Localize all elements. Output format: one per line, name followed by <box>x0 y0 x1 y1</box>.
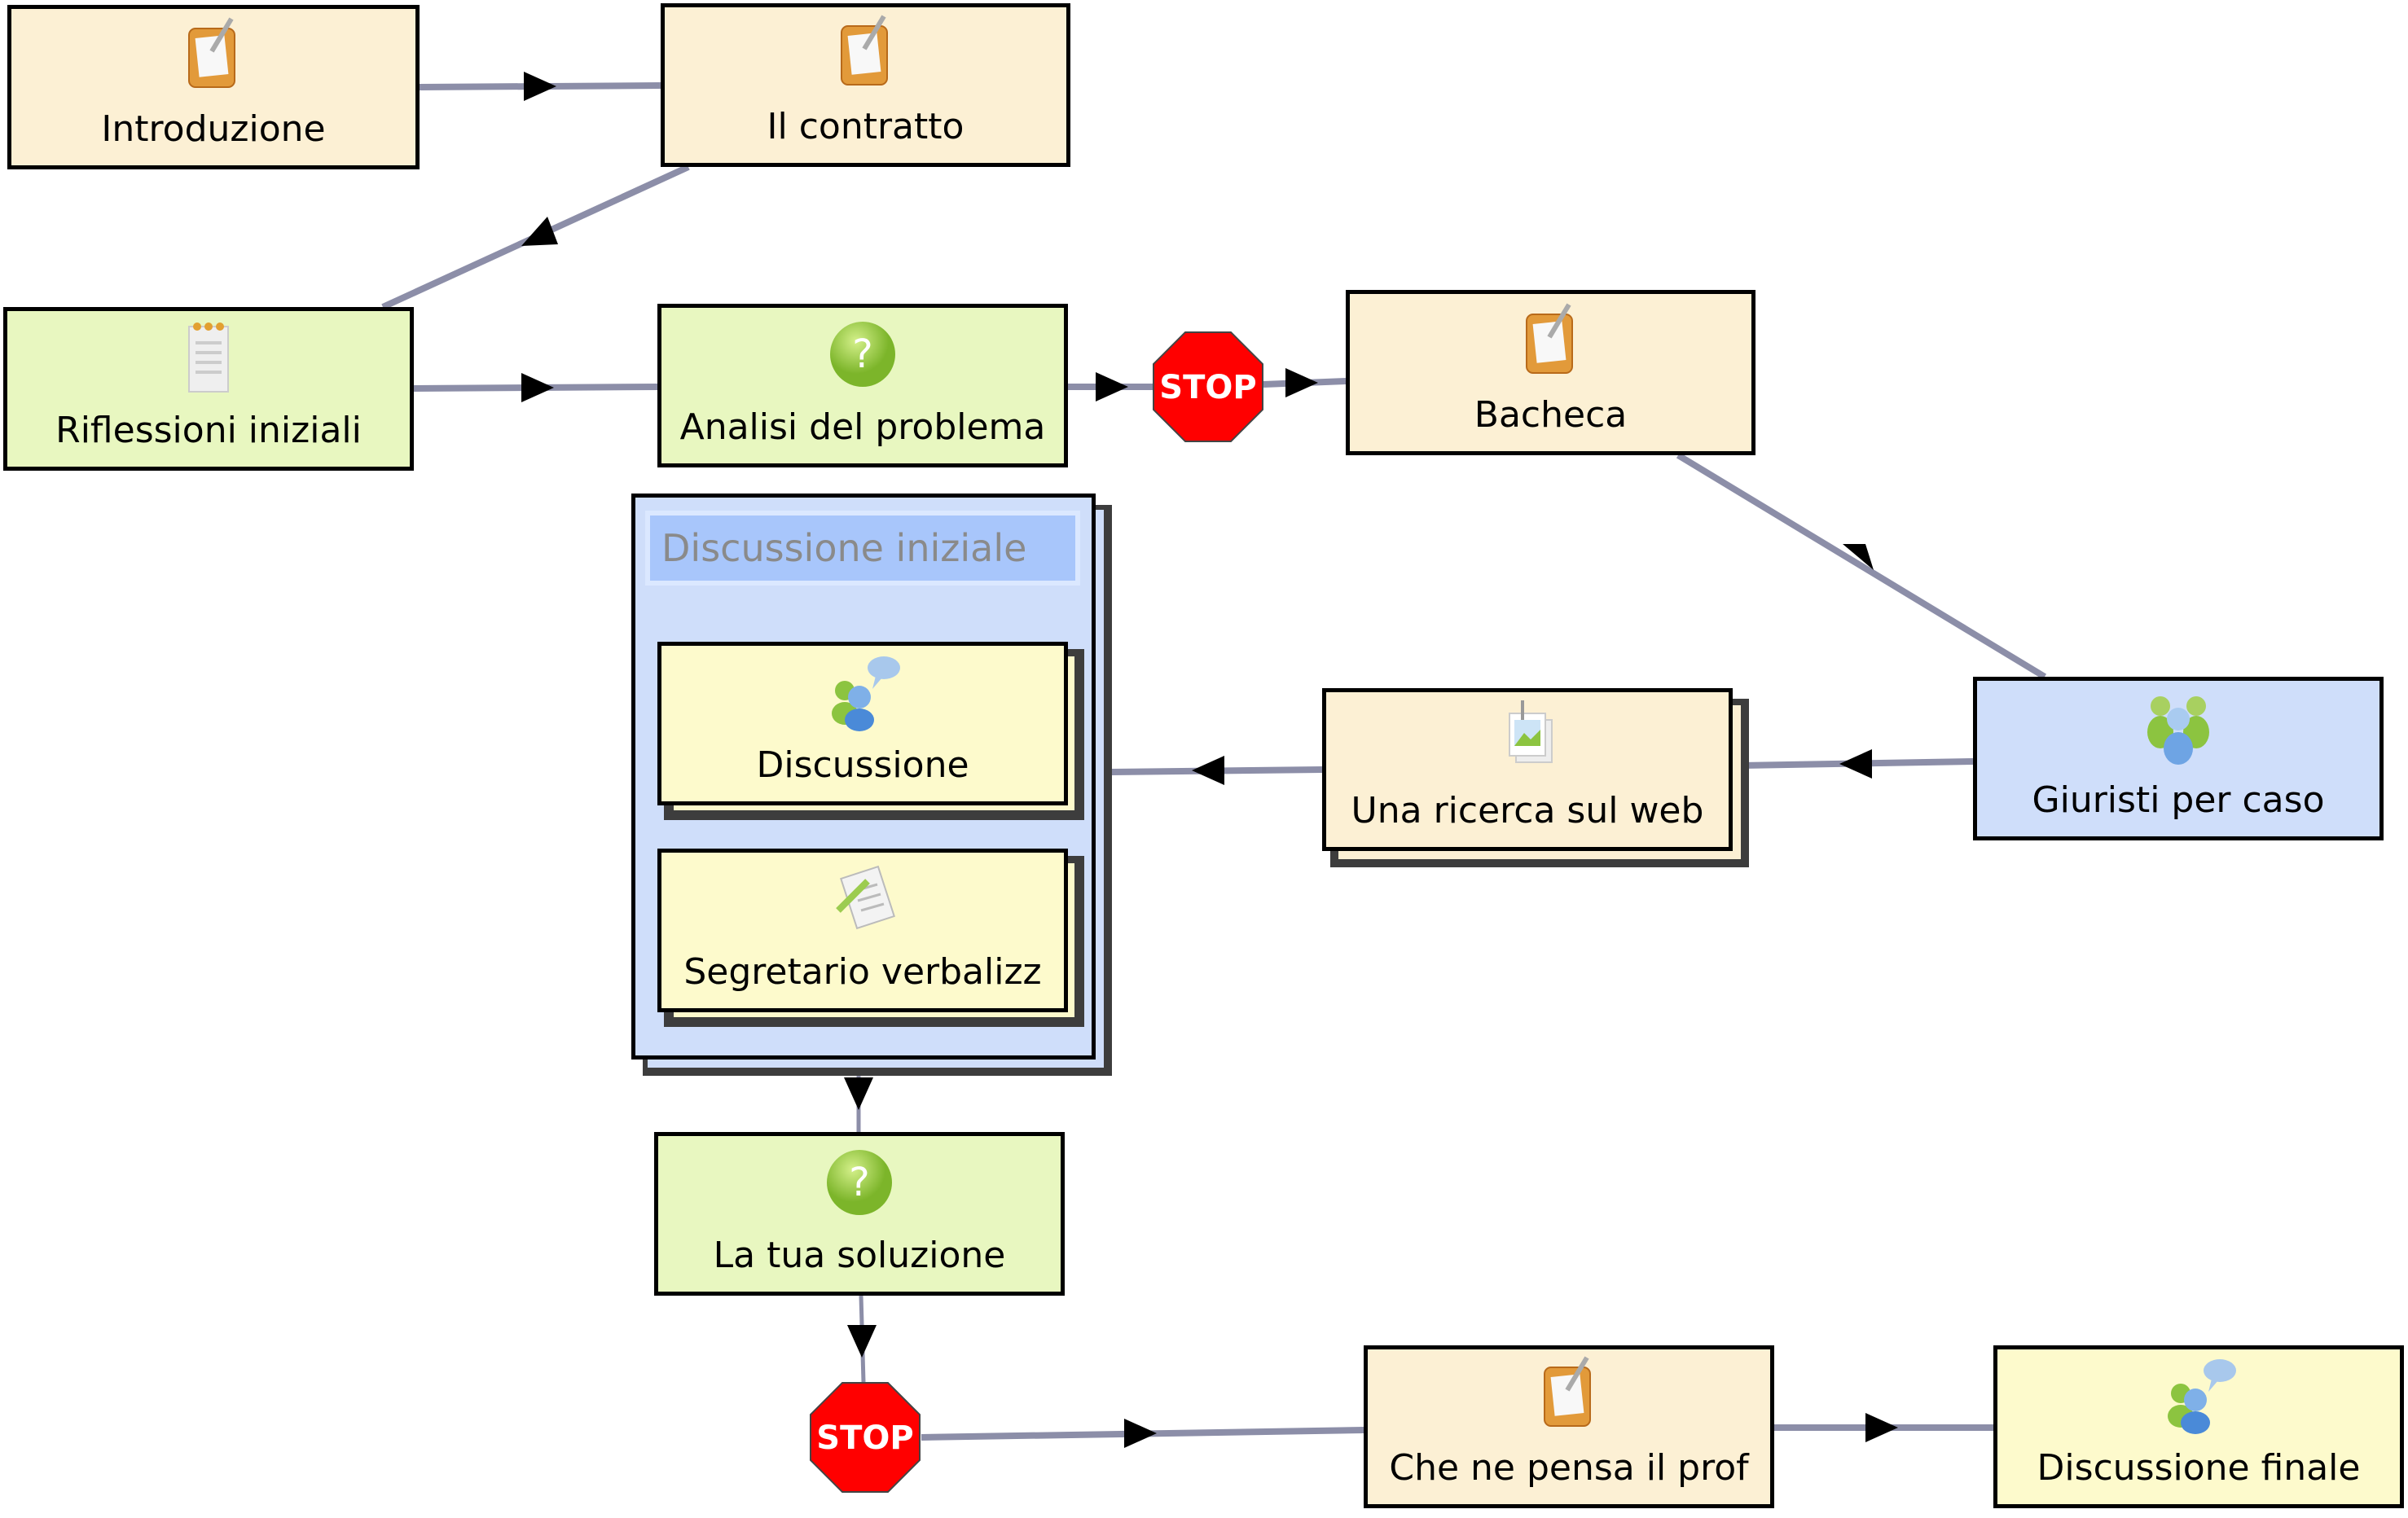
activity-giuristi-per-caso[interactable]: Giuristi per caso <box>1973 677 2384 840</box>
document-pencil-icon <box>836 865 895 930</box>
arrow-head <box>1285 368 1318 397</box>
activity-label: Introduzione <box>101 108 326 150</box>
arrow-head <box>1865 1413 1898 1442</box>
activity-label: Analisi del problema <box>679 406 1046 448</box>
arrow-head <box>1096 372 1128 401</box>
activity-label: Discussione finale <box>2037 1447 2361 1489</box>
activity-introduzione[interactable]: Introduzione <box>7 5 420 169</box>
arrow-head <box>521 373 554 402</box>
notice-board-icon <box>1525 303 1573 374</box>
group-title: Discussione iniziale <box>645 511 1080 586</box>
activity-che-ne-pensa-il-prof[interactable]: Che ne pensa il prof <box>1364 1345 1774 1508</box>
arrow-head <box>844 1077 873 1110</box>
notice-board-icon <box>188 17 235 88</box>
arrow-head <box>1192 756 1224 785</box>
activity-label: Giuristi per caso <box>2032 779 2325 821</box>
activity-label: Discussione <box>756 744 969 786</box>
edge-bacheca-giuristi <box>1676 452 2047 680</box>
activity-il-contratto[interactable]: Il contratto <box>661 3 1070 167</box>
activity-label: Una ricerca sul web <box>1351 790 1704 831</box>
question-icon: ? <box>827 1150 892 1215</box>
activity-discussione[interactable]: Discussione <box>657 642 1068 805</box>
activity-riflessioni-iniziali[interactable]: Riflessioni iniziali <box>3 307 414 471</box>
question-icon: ? <box>830 322 895 387</box>
activity-label: Il contratto <box>767 106 965 147</box>
activity-label: Riflessioni iniziali <box>55 410 362 451</box>
notice-board-icon <box>840 15 888 86</box>
activity-discussione-finale[interactable]: Discussione finale <box>1993 1345 2404 1508</box>
activity-label: La tua soluzione <box>713 1235 1006 1276</box>
forum-icon <box>832 656 900 731</box>
svg-text:?: ? <box>852 331 872 377</box>
activity-segretario-verbalizz[interactable]: Segretario verbalizz <box>657 849 1068 1012</box>
svg-text:?: ? <box>849 1160 869 1205</box>
stop-gate-2[interactable]: STOP <box>810 1382 921 1493</box>
forum-icon <box>2168 1359 2236 1434</box>
stop-gate-1[interactable]: STOP <box>1153 331 1263 442</box>
arrow-head <box>524 72 556 101</box>
activity-bacheca[interactable]: Bacheca <box>1346 290 1755 455</box>
arrow-head <box>1843 544 1874 570</box>
activity-label: Segretario verbalizz <box>683 951 1042 993</box>
stop-label: STOP <box>1159 369 1256 406</box>
arrow-head <box>1839 749 1872 779</box>
stop-label: STOP <box>816 1419 913 1457</box>
activity-analisi-del-problema[interactable]: ? Analisi del problema <box>657 304 1068 467</box>
notice-board-icon <box>1544 1356 1591 1427</box>
arrow-head <box>847 1325 877 1358</box>
image-gallery-icon <box>1509 700 1553 763</box>
activity-una-ricerca-sul-web[interactable]: Una ricerca sul web <box>1322 688 1733 851</box>
group-users-icon <box>2147 696 2209 765</box>
activity-label: Bacheca <box>1474 394 1628 436</box>
arrow-head <box>1124 1419 1157 1448</box>
arrow-head <box>521 217 558 246</box>
notebook-icon <box>188 322 229 393</box>
activity-la-tua-soluzione[interactable]: ? La tua soluzione <box>654 1132 1065 1296</box>
activity-label: Che ne pensa il prof <box>1389 1447 1749 1489</box>
